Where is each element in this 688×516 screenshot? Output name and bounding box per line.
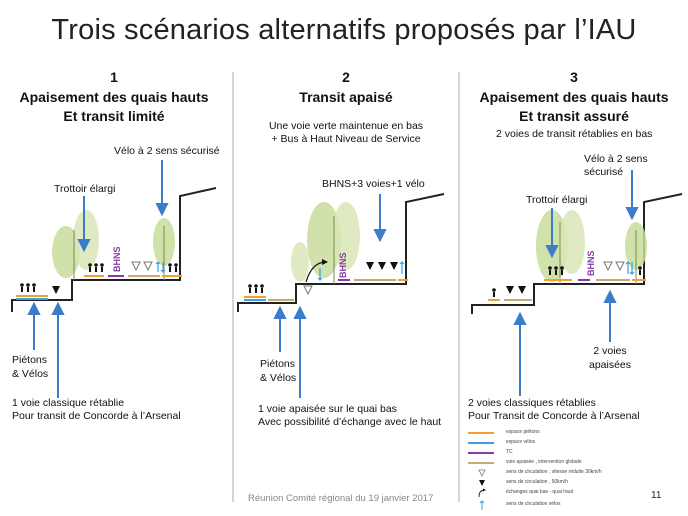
callout-arrow: [545, 208, 559, 259]
legend: espace piétons espace vélos TC voie apai…: [468, 428, 602, 512]
scenario-caption: 2 voies classiques rétablies: [468, 397, 596, 409]
bhns-label: BHNS: [586, 250, 596, 276]
pedestrian-icon: [20, 283, 36, 292]
scenario-title: Et transit limité: [63, 108, 165, 124]
bike-direction-icon: [155, 261, 166, 273]
scenario-title: Et transit assuré: [519, 108, 629, 124]
traffic-direction-icon: [518, 286, 526, 294]
up-arrow-icon: [479, 500, 485, 510]
tree-icon: [536, 210, 585, 284]
scenario-3-cross-section: BHNS: [471, 170, 683, 396]
column-divider: [458, 72, 460, 502]
curved-arrow-icon: [478, 488, 486, 498]
terrain-profile: [471, 193, 683, 314]
traffic-direction-icon: [52, 286, 60, 294]
pedestrian-icon: [88, 263, 104, 272]
label-voies: 2 voies: [593, 345, 627, 357]
scenario-caption: 1 voie apaisée sur le quai bas: [258, 403, 397, 415]
scenario-3: 3 Apaisement des quais hauts Et transit …: [460, 0, 688, 516]
scenario-number: 2: [342, 69, 350, 85]
pedestrian-icon: [168, 263, 178, 272]
bike-direction-icon: [625, 261, 635, 275]
footer-text: Réunion Comité régional du 19 janvier 20…: [248, 493, 434, 504]
label-pietons: Piétons: [12, 354, 48, 366]
legend-line-icon: [468, 462, 494, 464]
bhns-label: BHNS: [338, 252, 348, 278]
triangle-outline-icon: [478, 469, 486, 477]
scenario-1-cross-section: BHNS: [11, 160, 217, 398]
scenario-2-cross-section: BHNS: [237, 193, 445, 398]
tree-icon: [307, 202, 360, 284]
pedestrian-icon: [248, 284, 264, 293]
scenario-title: Transit apaisé: [299, 89, 393, 105]
bhns-label: BHNS: [112, 246, 122, 272]
callout-arrow: [513, 311, 527, 396]
terrain-profile: [237, 193, 445, 312]
label-velo: Vélo à 2 sens sécurisé: [114, 145, 220, 157]
page-number: 11: [651, 490, 662, 501]
traffic-direction-icon: [366, 262, 374, 270]
callout-arrow: [51, 301, 65, 398]
label-voies: apaisées: [588, 359, 632, 371]
scenario-number: 1: [110, 69, 118, 85]
legend-line-icon: [468, 432, 494, 434]
triangle-filled-icon: [479, 480, 485, 486]
callout-arrow: [77, 196, 91, 253]
label-trottoir: Trottoir élargi: [54, 183, 116, 195]
scenario-title: Apaisement des quais hauts: [479, 89, 669, 105]
label-bhns-voies: BHNS+3 voies+1 vélo: [322, 178, 425, 190]
scenario-subtitle: Une voie verte maintenue en bas: [268, 120, 424, 132]
callout-arrow: [293, 305, 307, 398]
column-divider: [232, 72, 234, 502]
bike-direction-icon: [317, 268, 323, 281]
scenario-subtitle: + Bus à Haut Niveau de Service: [271, 133, 421, 145]
callout-arrow: [155, 160, 169, 217]
label-trottoir: Trottoir élargi: [526, 194, 588, 206]
scenario-number: 3: [570, 69, 578, 85]
traffic-direction-outline-icon: [131, 261, 141, 272]
slide-title: Trois scénarios alternatifs proposés par…: [51, 14, 637, 46]
callout-arrow: [27, 301, 41, 350]
label-pietons: & Vélos: [12, 368, 49, 380]
scenario-1: 1 Apaisement des quais hauts Et transit …: [0, 0, 232, 516]
label-pietons: Piétons: [260, 358, 296, 370]
traffic-direction-outline-icon: [303, 285, 313, 296]
traffic-direction-icon: [506, 286, 514, 294]
scenario-caption: Pour Transit de Concorde à l’Arsenal: [468, 410, 640, 422]
pedestrian-icon: [492, 288, 496, 297]
scenario-caption: Pour transit de Concorde à l’Arsenal: [12, 410, 181, 422]
traffic-direction-outline-icon: [143, 261, 153, 272]
label-pietons: & Vélos: [260, 372, 297, 384]
scenario-caption: Avec possibilité d’échange avec le haut: [258, 416, 442, 428]
legend-line-icon: [468, 452, 494, 454]
traffic-direction-icon: [378, 262, 386, 270]
scenario-2: 2 Transit apaisé Une voie verte maintenu…: [234, 0, 458, 516]
traffic-direction-outline-icon: [615, 261, 625, 272]
scenario-subtitle: 2 voies de transit rétablies en bas: [496, 128, 653, 140]
tree-icon: [625, 222, 647, 284]
traffic-direction-outline-icon: [603, 261, 613, 272]
callout-arrow: [273, 305, 287, 352]
scenario-title: Apaisement des quais hauts: [19, 89, 209, 105]
bike-direction-icon: [399, 261, 405, 274]
callout-arrow: [373, 194, 387, 243]
label-velo: Vélo à 2 sens sécurisé: [584, 153, 648, 178]
legend-line-icon: [468, 442, 494, 444]
callout-arrow: [603, 289, 617, 342]
pedestrian-icon: [548, 266, 642, 275]
traffic-direction-icon: [390, 262, 398, 270]
scenario-caption: 1 voie classique rétablie: [12, 397, 125, 409]
terrain-profile: [11, 187, 217, 312]
tree-icon: [52, 210, 99, 280]
tree-icon: [291, 242, 309, 282]
callout-arrow: [625, 170, 639, 221]
